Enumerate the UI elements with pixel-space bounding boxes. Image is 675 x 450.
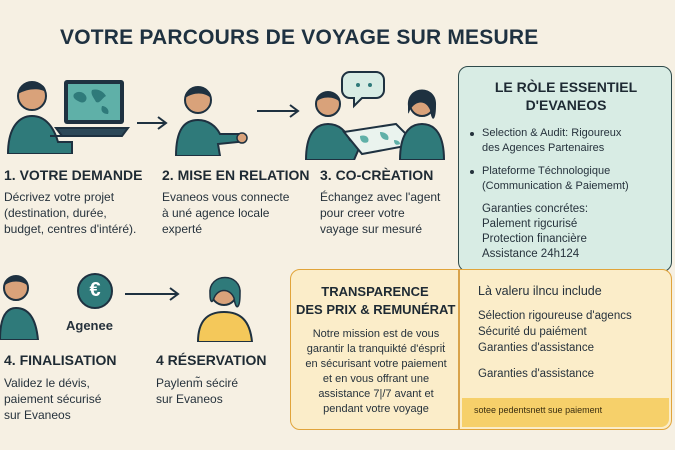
step-2-title: 2. MISE EN RELATION	[162, 167, 310, 183]
step-4-description: Validez le dévis, paiement sécurisé sur …	[4, 376, 102, 422]
step-1-description: Décrivez votre projet (destination, duré…	[4, 190, 137, 236]
person-pointing-illustration	[174, 86, 248, 156]
person-laptop-illustration	[6, 80, 130, 154]
footer-bar	[462, 398, 669, 427]
step-2-description: Evaneos vous connecte à uné agence local…	[162, 190, 290, 236]
role-bullet-2: Plateforme Téchnologique (Communication …	[470, 164, 670, 194]
role-guarantees: Garanties concrétes: Palement rigcurisé …	[482, 203, 589, 260]
euro-symbol: €	[89, 279, 101, 301]
step-1-title: 1. VOTRE DEMANDE	[4, 167, 143, 183]
step-4-title: 4. FINALISATION	[4, 352, 117, 368]
transparence-text: Notre mission est de vous garantir la tr…	[305, 328, 447, 415]
step-3-description: Échangez avec l'agent pour creer votre v…	[320, 190, 441, 236]
step-3-title: 3. CO-CRÈATION	[320, 167, 434, 183]
role-title: LE RÒLE ESSENTIEL D'EVANEOS	[494, 79, 638, 113]
step-5-description: Paylenm̃ séciré sur Evaneos	[156, 376, 239, 406]
arrow-icon	[137, 116, 168, 130]
arrow-icon	[125, 287, 180, 301]
panel-divider	[458, 269, 460, 430]
valeur-last-item: Garanties d'assistance	[478, 368, 594, 380]
person-yellow-illustration	[196, 276, 254, 342]
footer-text: sotee pedentsnett sue paiement	[474, 405, 603, 415]
valeur-title: Là valeru ilncu include	[478, 284, 602, 298]
agence-label: Agenee	[66, 318, 113, 333]
arrow-icon	[257, 104, 300, 118]
euro-coin-icon	[77, 273, 113, 309]
role-bullet-1: Selection & Audit: Rigoureux des Agences…	[470, 126, 670, 156]
role-panel	[458, 66, 672, 272]
person-partial-illustration	[0, 275, 40, 340]
page-title: VOTRE PARCOURS DE VOYAGE SUR MESURE	[60, 26, 539, 49]
transparence-title: TRANSPARENCE DES PRIX & REMUNÉRAT	[296, 284, 456, 317]
step-5-title: 4 RÉSERVATION	[156, 352, 267, 368]
co-creation-illustration	[304, 71, 446, 160]
valeur-list: Sélection rigoureuse d'agencs Sécurité d…	[478, 310, 632, 354]
